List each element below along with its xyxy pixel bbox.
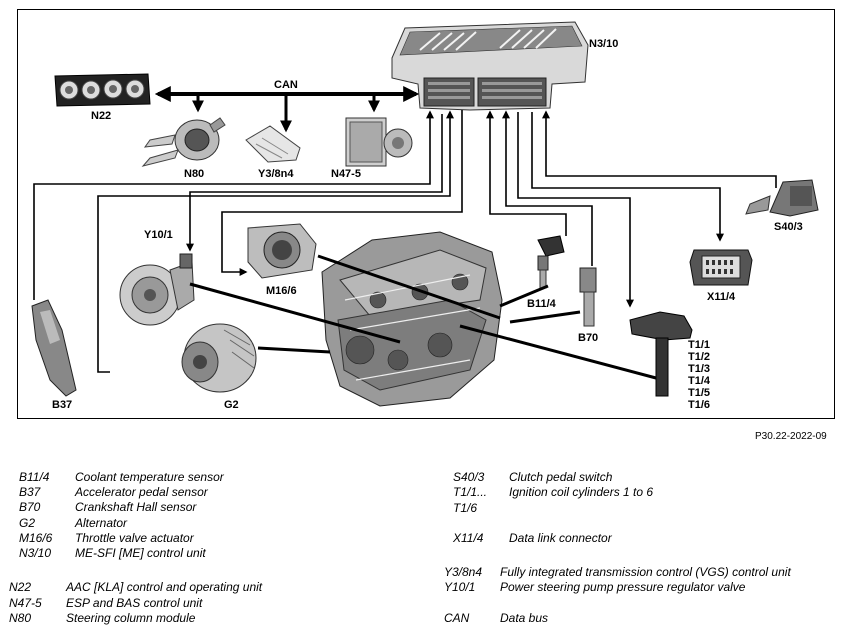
label-b11-4: B11/4: [527, 298, 557, 310]
label-t1-3: T1/3: [688, 363, 710, 375]
legend-desc: Data link connector: [509, 531, 612, 545]
legend-desc: Crankshaft Hall sensor: [75, 500, 197, 514]
label-g2: G2: [224, 399, 239, 411]
n3-10-control-unit: [391, 21, 589, 111]
legend-code: N22: [9, 580, 32, 594]
legend-desc: ME-SFI [ME] control unit: [75, 546, 206, 560]
b37-accelerator-pedal-sensor: [31, 299, 77, 397]
x11-4-data-link-connector: [689, 249, 753, 286]
y3-8n4-transmission-control-unit: [245, 125, 301, 163]
t1-labels: T1/1 T1/2 T1/3 T1/4 T1/5 T1/6: [688, 339, 711, 411]
legend-code: N80: [9, 611, 32, 625]
legend-desc: Steering column module: [66, 611, 196, 625]
label-n47-5: N47-5: [331, 168, 361, 180]
legend-desc: Coolant temperature sensor: [75, 470, 224, 484]
legend-code: M16/6: [19, 531, 53, 545]
wire-b70: [502, 110, 593, 266]
label-n80: N80: [184, 168, 204, 180]
legend-code: Y3/8n4: [444, 565, 483, 579]
legend-desc: Fully integrated transmission control (V…: [500, 565, 791, 579]
legend-code: B11/4: [19, 470, 50, 484]
label-t1-4: T1/4: [688, 375, 711, 387]
component-leader-lines: [189, 254, 657, 380]
wire-b37: [33, 110, 434, 300]
s40-3-clutch-switch: [745, 179, 819, 217]
legend-code: X11/4: [453, 531, 484, 545]
n47-5-esp-control-unit: [345, 117, 413, 167]
label-b70: B70: [578, 332, 598, 344]
legend-code: G2: [19, 516, 36, 530]
label-x11-4: X11/4: [707, 291, 736, 303]
g2-alternator: [181, 323, 257, 393]
label-can: CAN: [274, 79, 298, 91]
label-y3-8n4: Y3/8n4: [258, 168, 294, 180]
legend-desc: Clutch pedal switch: [509, 470, 613, 484]
legend-desc: Accelerator pedal sensor: [75, 485, 208, 499]
label-n3-10: N3/10: [589, 38, 618, 50]
legend-code: B70: [19, 500, 41, 514]
label-t1-2: T1/2: [688, 351, 710, 363]
legend-desc: AAC [KLA] control and operating unit: [66, 580, 263, 594]
n22-climate-control-unit: [54, 73, 151, 107]
label-t1-6: T1/6: [688, 399, 710, 411]
label-t1-1: T1/1: [688, 339, 710, 351]
wire-m16-6: [221, 110, 463, 276]
legend-desc: Alternator: [75, 516, 128, 530]
wire-t1: [517, 112, 634, 308]
legend-desc: Power steering pump pressure regulator v…: [500, 580, 746, 594]
legend-desc: Data bus: [500, 611, 549, 625]
b70-crankshaft-hall-sensor: [579, 267, 597, 327]
m16-6-throttle-valve-actuator: [247, 223, 317, 279]
legend-desc: ESP and BAS control unit: [66, 596, 203, 610]
label-t1-5: T1/5: [688, 387, 710, 399]
label-m16-6: M16/6: [266, 285, 297, 297]
wire-b11-4: [486, 110, 567, 236]
legend-code: CAN: [444, 611, 470, 625]
b11-4-coolant-temperature-sensor: [537, 235, 565, 289]
legend-desc: Throttle valve actuator: [75, 531, 194, 545]
wire-g2: [97, 110, 454, 373]
wire-y10-1: [186, 114, 443, 252]
signal-wires: [33, 110, 777, 373]
legend-code: Y10/1: [444, 580, 476, 594]
legend-code: B37: [19, 485, 41, 499]
y10-1-power-steering-pump: [119, 253, 195, 326]
label-n22: N22: [91, 110, 111, 122]
legend-code: N47-5: [9, 596, 42, 610]
can-bus-line: [154, 86, 420, 133]
legend-code: S40/3: [453, 470, 485, 484]
t1-ignition-coil: [629, 311, 693, 397]
wire-x11-4: [531, 112, 724, 242]
engine-block: [321, 231, 503, 407]
wire-s40-3: [542, 110, 777, 188]
label-s40-3: S40/3: [774, 221, 803, 233]
legend-desc: Ignition coil cylinders 1 to 6: [509, 485, 654, 499]
legend-code: T1/6: [453, 501, 478, 515]
label-y10-1: Y10/1: [144, 229, 173, 241]
label-b37: B37: [52, 399, 72, 411]
legend-code: T1/1...: [453, 485, 488, 499]
n80-steering-column-module: [141, 117, 226, 167]
legend-code: N3/10: [19, 546, 52, 560]
figure-reference-code: P30.22-2022-09: [755, 431, 827, 442]
